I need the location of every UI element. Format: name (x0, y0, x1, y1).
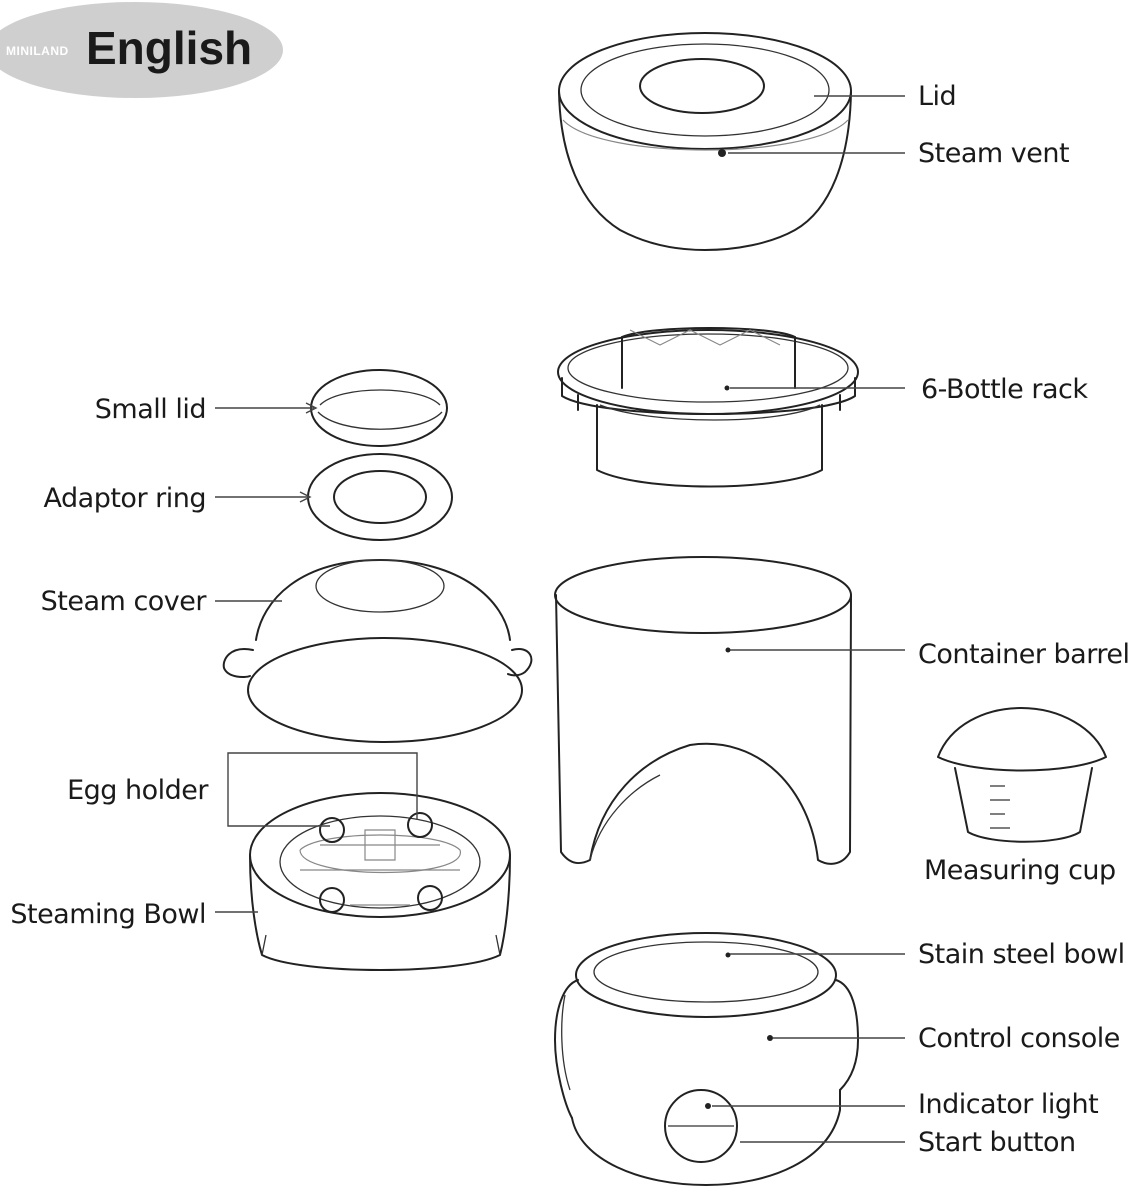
label-measuring-cup: Measuring cup (924, 855, 1116, 886)
language-badge: MINILAND English (0, 2, 283, 98)
measuring-cup-drawing (937, 707, 1107, 843)
container-barrel-drawing (554, 556, 852, 865)
label-stain-steel-bowl: Stain steel bowl (918, 939, 1125, 970)
label-small-lid: Small lid (95, 394, 206, 425)
label-steaming-bowl: Steaming Bowl (10, 899, 206, 930)
label-lid: Lid (918, 81, 956, 112)
steaming-bowl-drawing (249, 792, 511, 971)
small-lid-drawing (310, 369, 448, 447)
label-indicator-light: Indicator light (918, 1089, 1098, 1120)
steam-cover-drawing (222, 559, 533, 743)
leader-lines-left (215, 402, 418, 913)
label-container-barrel: Container barrel (918, 639, 1129, 670)
indicator-light-dot (705, 1103, 711, 1109)
label-control-console: Control console (918, 1023, 1120, 1054)
start-button-drawing (664, 1089, 738, 1163)
bottle-rack-drawing (557, 327, 859, 488)
brand-logo: MINILAND (6, 44, 69, 58)
language-label: English (86, 22, 252, 74)
base-drawing (554, 932, 859, 1186)
label-adaptor-ring: Adaptor ring (44, 483, 206, 514)
label-egg-holder: Egg holder (67, 775, 209, 806)
lid-drawing (558, 32, 852, 251)
badge-background (0, 2, 283, 98)
label-steam-cover: Steam cover (41, 586, 208, 617)
label-start-button: Start button (918, 1127, 1076, 1158)
leader-lines-right (712, 95, 905, 1143)
label-steam-vent: Steam vent (918, 138, 1069, 169)
steam-vent-dot (718, 149, 726, 157)
adaptor-ring-drawing (307, 453, 453, 541)
label-bottle-rack: 6-Bottle rack (921, 374, 1088, 405)
